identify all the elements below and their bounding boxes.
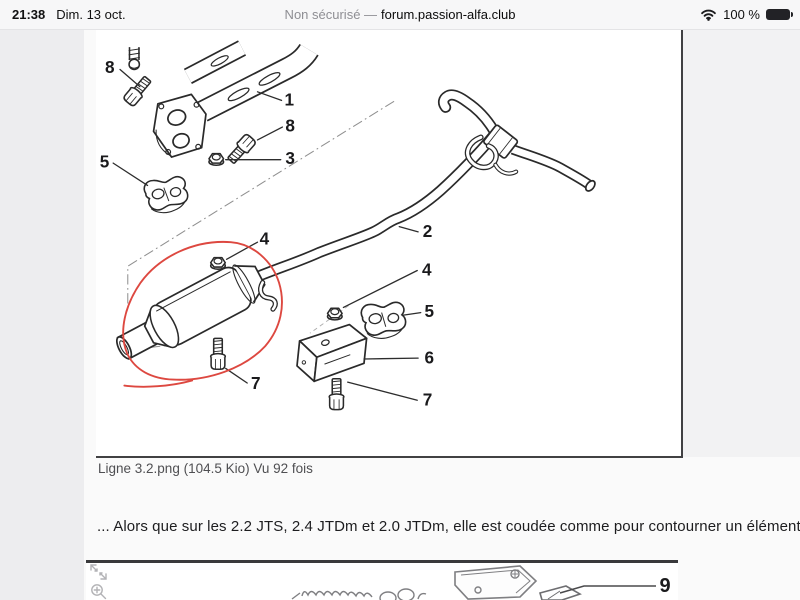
status-left: 21:38 Dim. 13 oct. <box>12 7 126 22</box>
part-label-5a: 5 <box>100 151 110 171</box>
second-diagram-image[interactable]: 9 <box>86 560 678 600</box>
junction-sleeve <box>483 124 519 159</box>
part-label-7a: 7 <box>251 373 261 393</box>
security-label: Non sécurisé — <box>284 7 378 22</box>
rubber-mount-right-part-5 <box>359 297 410 343</box>
second-diagram-svg: 9 <box>90 564 671 600</box>
rubber-mount-left-part-5 <box>141 172 192 218</box>
part-label-3: 3 <box>285 148 295 168</box>
url-domain: forum.passion-alfa.club <box>381 7 516 22</box>
clamp-ring <box>397 588 415 600</box>
attachment-caption: Ligne 3.2.png (104.5 Kio) Vu 92 fois <box>98 461 313 476</box>
clamp-ring <box>379 591 397 600</box>
part-label-6: 6 <box>425 347 435 367</box>
status-right: 100 % <box>700 7 793 22</box>
bolt-part-8-right <box>224 132 258 167</box>
middle-muffler <box>115 264 266 360</box>
front-pipe-part-1 <box>128 40 319 158</box>
second-diagram-art <box>291 565 582 600</box>
bolt-part-8-left <box>121 73 155 109</box>
part-label-8b: 8 <box>285 115 295 135</box>
post-paragraph: ... Alors que sur les 2.2 JTS, 2.4 JTDm … <box>97 518 800 535</box>
bolt-part-7-left <box>209 337 227 371</box>
status-date: Dim. 13 oct. <box>56 7 126 22</box>
nut-part-4-left <box>209 256 227 270</box>
bracket-block-part-6 <box>296 323 368 383</box>
nut-part-4-right <box>326 307 343 321</box>
part-label-4b: 4 <box>422 260 432 280</box>
exhaust-flange <box>152 93 207 158</box>
part-label-9: 9 <box>659 575 670 597</box>
exhaust-diagram-svg: 8 1 8 3 5 2 4 4 5 6 7 7 <box>100 40 596 411</box>
leader-line-9 <box>559 585 656 594</box>
leader-lines <box>112 68 422 401</box>
address-bar[interactable]: Non sécurisé —forum.passion-alfa.club <box>285 7 516 22</box>
wifi-icon <box>701 9 716 21</box>
status-bar: 21:38 Dim. 13 oct. Non sécurisé —forum.p… <box>0 0 800 30</box>
main-pipe-part-2 <box>254 89 596 282</box>
flex-pipe <box>301 590 373 598</box>
part-label-1: 1 <box>285 90 295 110</box>
zoom-in-icon[interactable] <box>91 584 107 600</box>
bolt-part-7-right <box>328 377 345 411</box>
nut-part-3 <box>208 152 225 167</box>
part-label-7b: 7 <box>423 389 433 409</box>
page-right-margin <box>683 30 800 457</box>
battery-percent: 100 % <box>723 7 760 22</box>
expand-icon[interactable] <box>90 564 107 580</box>
part-label-5b: 5 <box>425 301 435 321</box>
part-label-4a: 4 <box>260 229 270 249</box>
status-time: 21:38 <box>12 7 46 22</box>
part-label-2: 2 <box>423 221 433 241</box>
heat-shield <box>454 565 538 600</box>
handwritten-circle-annotation <box>122 240 283 388</box>
part-label-8a: 8 <box>105 57 115 77</box>
battery-icon <box>766 8 793 21</box>
page-left-margin <box>0 30 84 600</box>
exhaust-diagram-image[interactable]: 8 1 8 3 5 2 4 4 5 6 7 7 <box>96 30 683 458</box>
support-bracket <box>539 585 582 600</box>
